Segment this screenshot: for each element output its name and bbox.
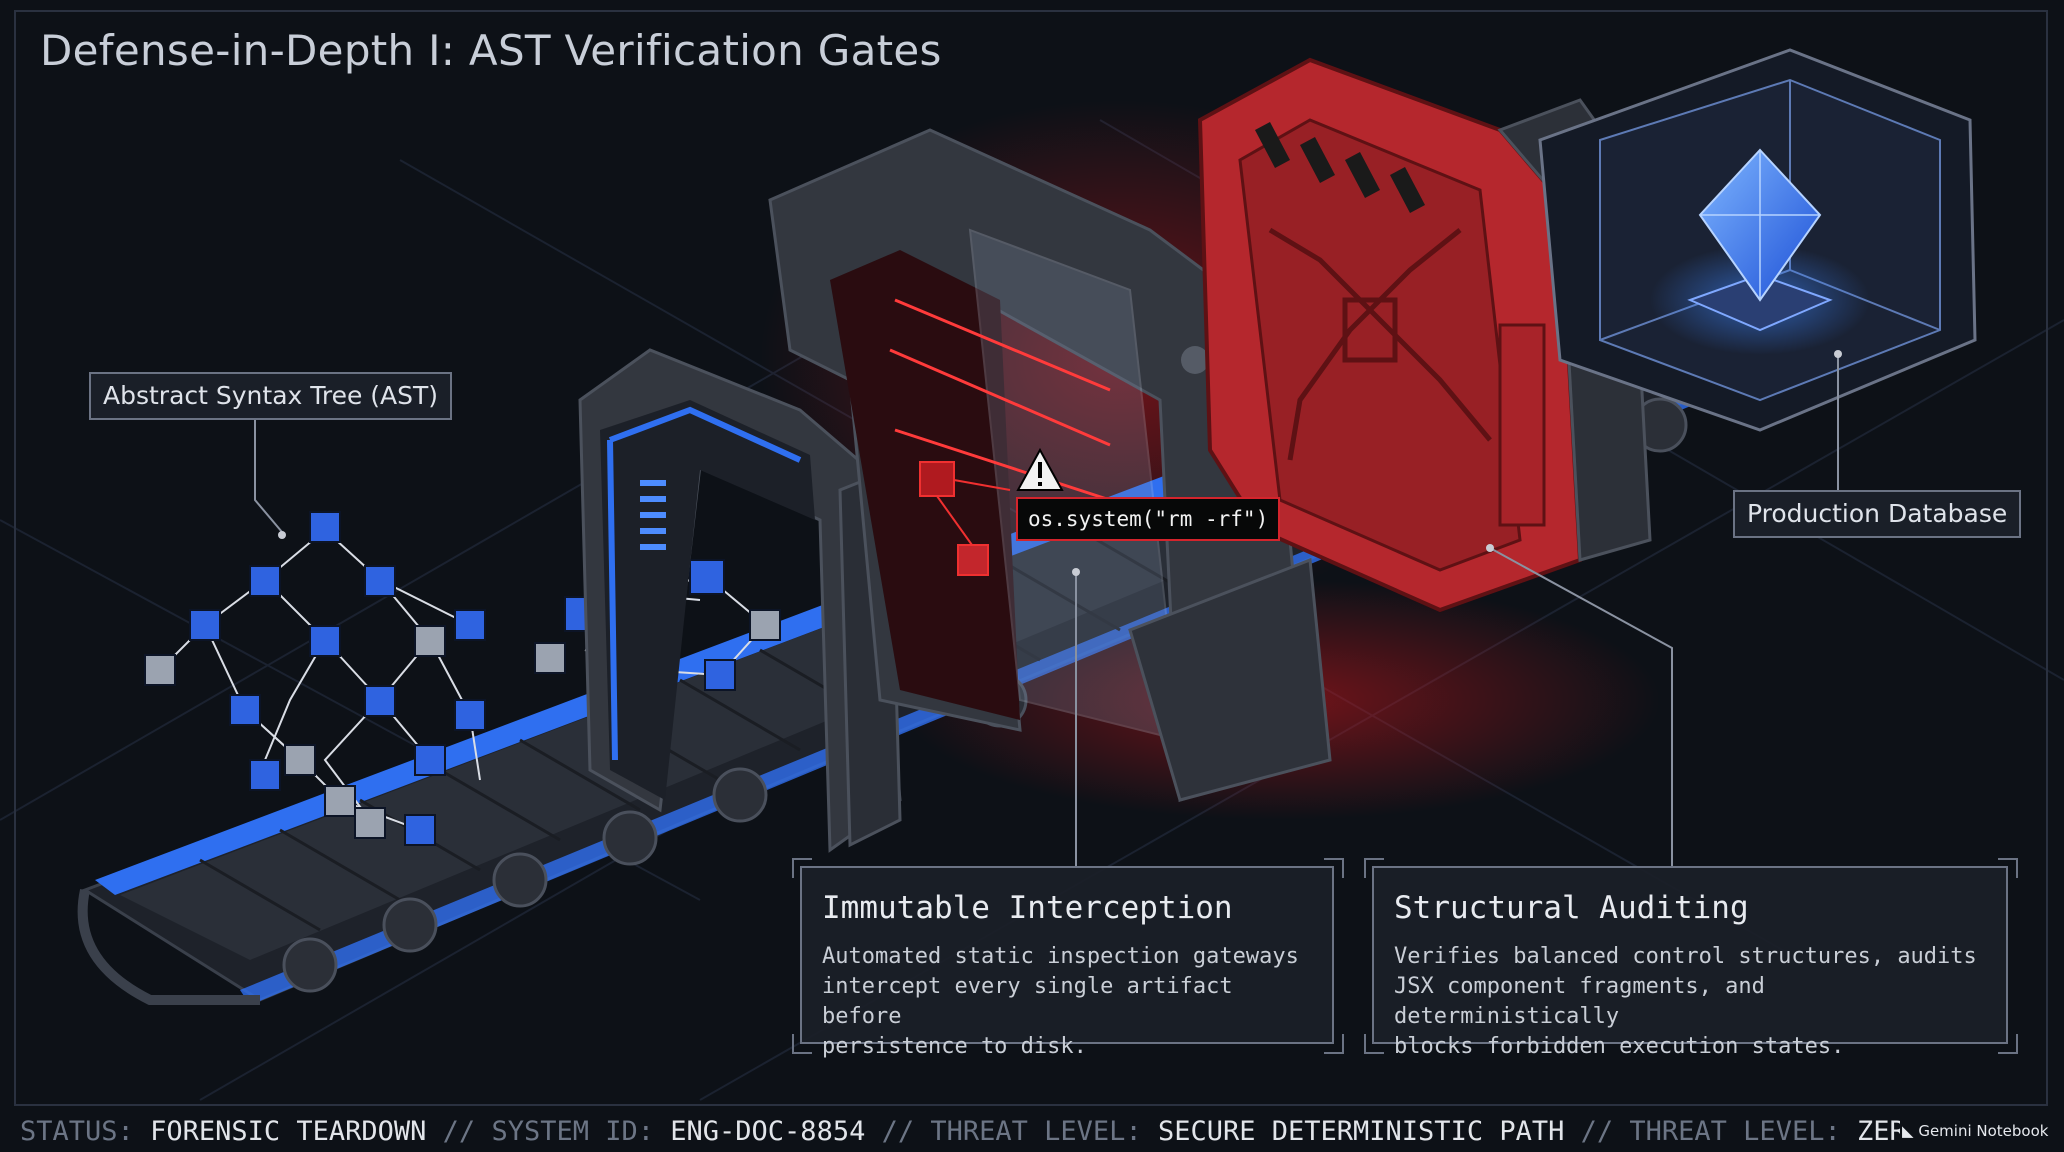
status-value: FORENSIC TEARDOWN xyxy=(150,1116,427,1147)
leader-lines xyxy=(254,354,1839,868)
status-bar: STATUS: FORENSIC TEARDOWN // SYSTEM ID: … xyxy=(20,1116,1900,1147)
card-structural-auditing: Structural Auditing Verifies balanced co… xyxy=(1372,866,2008,1059)
status-key: // SYSTEM ID: xyxy=(442,1116,654,1147)
status-value: SECURE DETERMINISTIC PATH xyxy=(1157,1116,1565,1147)
card-title: Immutable Interception xyxy=(822,890,1233,926)
card-corner xyxy=(1364,858,1384,878)
card-corner xyxy=(1364,1034,1384,1054)
status-key: STATUS: xyxy=(20,1116,134,1147)
malicious-code-tag: os.system("rm -rf") xyxy=(1016,497,1281,541)
card-corner xyxy=(1324,1034,1344,1054)
status-value: ZERO TRUST E xyxy=(1856,1116,1900,1147)
watermark: ◣ Gemini Notebook xyxy=(1902,1118,2052,1144)
gate-red-laser xyxy=(768,128,1332,803)
card-immutable-interception: Immutable Interception Automated static … xyxy=(800,866,1334,1059)
card-body: Verifies balanced control structures, au… xyxy=(1394,944,1977,1059)
ast-label: Abstract Syntax Tree (AST) xyxy=(89,372,453,420)
status-key: // THREAT LEVEL: xyxy=(881,1116,1142,1147)
status-value: ENG-DOC-8854 xyxy=(670,1116,866,1147)
card-corner xyxy=(1998,1034,2018,1054)
glass-room xyxy=(1538,48,1977,432)
card-corner xyxy=(792,858,812,878)
card-corner xyxy=(1998,858,2018,878)
watermark-text: Gemini Notebook xyxy=(1918,1122,2049,1140)
database-label: Production Database xyxy=(1733,490,2022,538)
gemini-logo-icon: ◣ xyxy=(1902,1122,1914,1140)
card-corner xyxy=(792,1034,812,1054)
infected-nodes xyxy=(919,461,1011,576)
card-title: Structural Auditing xyxy=(1394,890,1749,926)
card-body: Automated static inspection gateways int… xyxy=(822,944,1299,1059)
page-title: Defense-in-Depth I: AST Verification Gat… xyxy=(40,26,942,75)
card-corner xyxy=(1324,858,1344,878)
warning-icon xyxy=(1016,447,1064,491)
status-key: // THREAT LEVEL: xyxy=(1580,1116,1841,1147)
gate-blue-scanner xyxy=(578,348,902,853)
